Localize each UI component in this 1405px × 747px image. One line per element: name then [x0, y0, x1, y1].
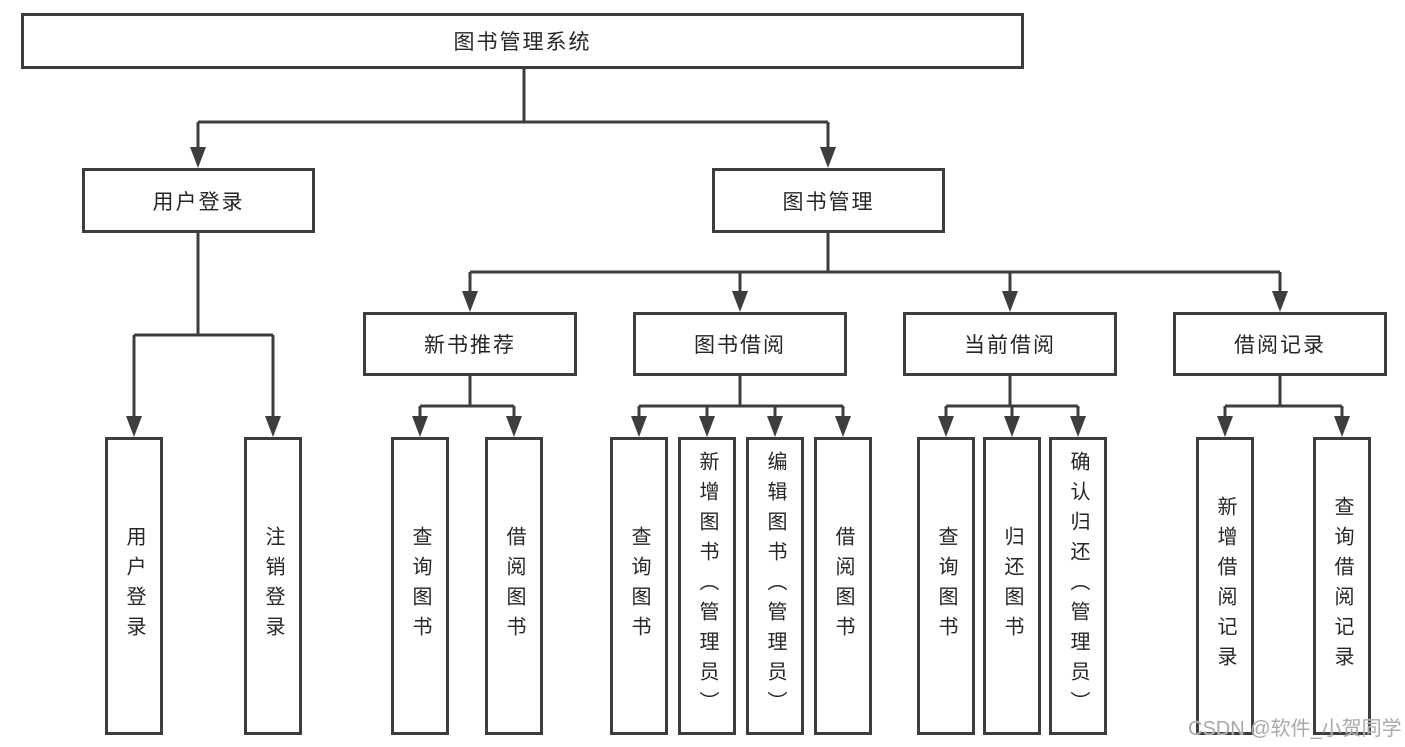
- leaf-confirm-return-admin-label: 确认归还（管理员）: [1067, 451, 1089, 721]
- node-book-management: 图书管理: [712, 168, 945, 233]
- leaf-return-book: 归还图书: [983, 437, 1041, 735]
- node-borrow-records-label: 借阅记录: [1234, 334, 1326, 357]
- node-root-label: 图书管理系统: [453, 31, 592, 54]
- node-current-borrow: 当前借阅: [903, 312, 1117, 376]
- leaf-borrow-books-label: 借阅图书: [832, 526, 854, 646]
- node-root: 图书管理系统: [21, 13, 1024, 69]
- arrowheads: [126, 147, 1350, 437]
- node-user-login: 用户登录: [82, 168, 315, 233]
- leaf-query-books-borrow-label: 查询图书: [628, 526, 650, 646]
- leaf-user-login-label: 用户登录: [123, 526, 145, 646]
- leaf-edit-book-admin-label: 编辑图书（管理员）: [764, 451, 786, 721]
- leaf-query-borrow-record: 查询借阅记录: [1313, 437, 1371, 735]
- leaf-borrow-books: 借阅图书: [814, 437, 872, 735]
- leaf-logout: 注销登录: [244, 437, 302, 735]
- leaf-add-borrow-record: 新增借阅记录: [1196, 437, 1254, 735]
- leaf-query-books-current-label: 查询图书: [935, 526, 957, 646]
- leaf-confirm-return-admin: 确认归还（管理员）: [1049, 437, 1107, 735]
- leaf-query-books-borrow: 查询图书: [610, 437, 668, 735]
- watermark: CSDN @软件_小贺同学: [1188, 718, 1402, 740]
- node-user-login-label: 用户登录: [152, 190, 245, 214]
- node-book-borrow-label: 图书借阅: [694, 334, 786, 357]
- node-new-book-recommend-label: 新书推荐: [424, 334, 516, 357]
- node-borrow-records: 借阅记录: [1173, 312, 1387, 376]
- leaf-edit-book-admin: 编辑图书（管理员）: [746, 437, 804, 735]
- node-new-book-recommend: 新书推荐: [363, 312, 577, 376]
- leaf-query-borrow-record-label: 查询借阅记录: [1331, 496, 1353, 676]
- leaf-add-borrow-record-label: 新增借阅记录: [1214, 496, 1236, 676]
- node-book-management-label: 图书管理: [782, 190, 875, 214]
- leaf-query-books-recommend: 查询图书: [391, 437, 449, 735]
- leaf-borrow-books-recommend: 借阅图书: [485, 437, 543, 735]
- leaf-add-book-admin-label: 新增图书（管理员）: [696, 451, 718, 721]
- leaf-return-book-label: 归还图书: [1001, 526, 1023, 646]
- node-book-borrow: 图书借阅: [633, 312, 847, 376]
- leaf-add-book-admin: 新增图书（管理员）: [678, 437, 736, 735]
- leaf-query-books-recommend-label: 查询图书: [409, 526, 431, 646]
- leaf-borrow-books-recommend-label: 借阅图书: [503, 526, 525, 646]
- leaf-logout-label: 注销登录: [262, 526, 284, 646]
- node-current-borrow-label: 当前借阅: [964, 334, 1056, 357]
- leaf-user-login: 用户登录: [105, 437, 163, 735]
- leaf-query-books-current: 查询图书: [917, 437, 975, 735]
